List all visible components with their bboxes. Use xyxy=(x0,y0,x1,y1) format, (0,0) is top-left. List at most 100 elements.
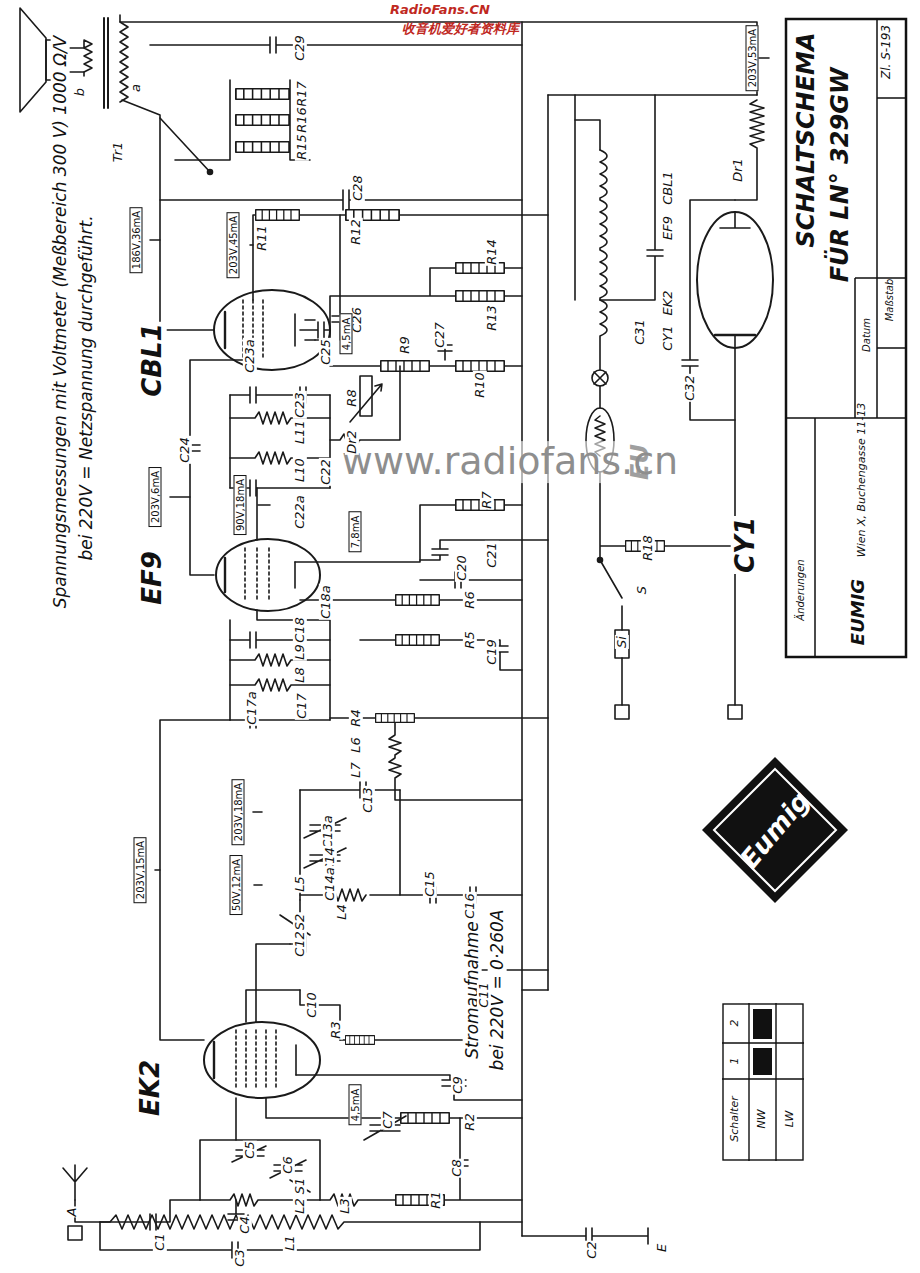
part-label: L11 xyxy=(293,419,307,445)
part-label: C16 xyxy=(463,892,477,920)
part-label: R11 xyxy=(255,224,269,252)
watermark: www.radiofans.cn xyxy=(341,441,679,483)
path-shape xyxy=(100,1222,480,1258)
path-shape xyxy=(574,95,576,300)
watermark: RadioFans.CN xyxy=(389,3,491,17)
use-shape xyxy=(236,115,289,125)
part-label: Dr1 xyxy=(731,157,745,183)
path-shape xyxy=(150,58,769,885)
title-block-text: FÜR LN° 329GW xyxy=(827,68,853,283)
part-label: C4 xyxy=(238,1215,252,1234)
path-shape xyxy=(230,654,330,666)
part-label: L3 xyxy=(338,1197,352,1215)
tube-name: EF9 xyxy=(138,550,167,606)
rect-shape xyxy=(753,1048,772,1075)
path-shape xyxy=(735,100,764,200)
part-label: C22a xyxy=(293,494,307,530)
part-label: EF9 xyxy=(661,215,675,241)
part-label: C24 xyxy=(178,436,192,464)
tube-name: EK2 xyxy=(136,1059,165,1117)
path-shape xyxy=(236,1030,276,1090)
part-label: C27 xyxy=(433,321,447,349)
path-shape xyxy=(295,1045,297,1075)
path-shape xyxy=(300,214,345,216)
path-shape xyxy=(224,558,226,592)
path-shape xyxy=(160,190,522,210)
part-label: C13a xyxy=(321,814,335,850)
circle-shape xyxy=(208,170,213,175)
path-shape xyxy=(122,100,214,330)
path-shape xyxy=(300,889,430,901)
polygon-shape xyxy=(702,757,848,903)
part-label: R1 xyxy=(429,1190,443,1209)
part-label: C13 xyxy=(361,786,375,814)
rect-shape xyxy=(786,19,906,657)
use-shape xyxy=(256,210,300,220)
part-label: L9 xyxy=(293,643,307,661)
note-text: Spannungsmessungen mit Voltmeter (Meßber… xyxy=(51,35,70,610)
part-label: Tr1 xyxy=(111,141,125,164)
part-label: L2 xyxy=(293,1197,307,1215)
polygon-shape xyxy=(714,769,836,891)
path-shape xyxy=(330,365,522,367)
path-shape xyxy=(180,360,243,575)
title-block-text: Datum xyxy=(861,318,872,352)
voltage-callout: 203V,15mA xyxy=(134,837,147,903)
part-label: C23 xyxy=(293,391,307,419)
part-label: L1 xyxy=(283,1234,297,1252)
g-shape xyxy=(785,18,907,658)
part-label: L10 xyxy=(293,457,307,483)
part-label: L7 xyxy=(349,761,363,779)
part-label: C2 xyxy=(585,1240,599,1259)
part-label: S2 xyxy=(293,913,307,932)
path-shape xyxy=(150,37,522,53)
path-shape xyxy=(230,412,330,424)
use-shape xyxy=(396,635,440,645)
switch-table-text: 1 xyxy=(729,1058,741,1065)
path-shape xyxy=(505,504,522,506)
path-shape xyxy=(785,18,907,658)
voltage-callout: 4,5mA xyxy=(349,1085,362,1126)
part-label: R2 xyxy=(463,1112,477,1131)
part-label: C21 xyxy=(485,541,499,569)
part-label: L5 xyxy=(293,875,307,893)
path-shape xyxy=(720,212,750,228)
voltage-callout: 7,8mA xyxy=(349,512,362,553)
part-label: C32 xyxy=(683,374,697,402)
path-shape xyxy=(340,970,548,1040)
part-label: C28 xyxy=(351,174,365,202)
path-shape xyxy=(230,387,330,403)
part-label: A xyxy=(65,1207,79,1218)
ellipse-shape xyxy=(204,1022,320,1098)
part-label: b xyxy=(73,87,87,97)
use-shape xyxy=(401,1113,449,1123)
use-shape xyxy=(236,142,289,152)
path-shape xyxy=(548,94,757,96)
voltage-callout: 186V,36mA xyxy=(130,207,143,273)
path-shape xyxy=(575,120,600,150)
part-label: CY1 xyxy=(661,324,675,351)
rect-shape xyxy=(615,705,629,719)
path-shape xyxy=(84,40,92,76)
path-shape xyxy=(257,488,455,562)
path-shape xyxy=(300,782,400,798)
logo-diamond: Eumig xyxy=(700,755,850,905)
path-shape xyxy=(235,1098,237,1140)
part-label: C18a xyxy=(319,584,333,620)
rect-shape xyxy=(723,1004,803,1160)
path-shape xyxy=(200,1140,320,1200)
path-shape xyxy=(600,150,607,370)
path-shape xyxy=(521,22,523,1236)
g-shape xyxy=(722,1003,804,1161)
part-label: E xyxy=(655,1243,669,1253)
rect-shape xyxy=(68,1226,82,1240)
part-label: R12 xyxy=(349,218,363,246)
part-label: Dr2 xyxy=(345,429,359,455)
part-label: EK2 xyxy=(661,289,675,316)
path-shape xyxy=(300,600,522,670)
rect-shape xyxy=(728,705,742,719)
path-shape xyxy=(665,335,735,705)
g-shape xyxy=(20,8,773,1258)
path-shape xyxy=(722,1003,804,1161)
part-label: C3 xyxy=(233,1248,247,1267)
